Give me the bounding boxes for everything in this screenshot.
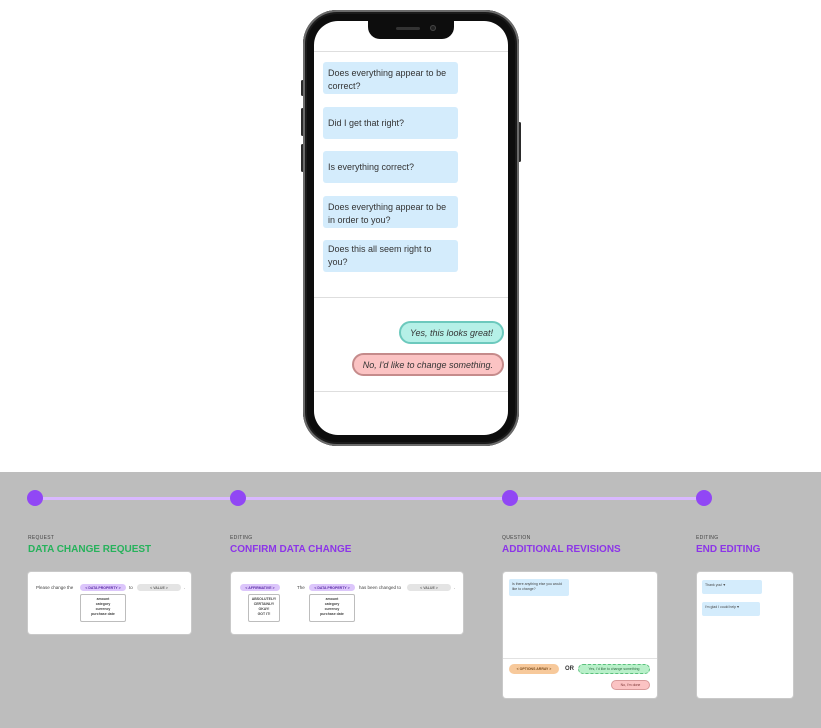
no-done-button[interactable]: No, I'm done [611,680,650,690]
property-option[interactable]: category [95,602,111,606]
timeline-line [42,497,705,500]
data-property-chip-label: < DATA PROPERTY > [85,585,121,590]
value-chip: < VALUE > [137,584,181,591]
no-answer-label: No, I'd like to change something. [362,359,493,370]
or-text: OR [565,666,574,672]
chat-question-text: Does everything appear to be in order to… [328,202,447,225]
request-card: Please change the < DATA PROPERTY > to <… [28,572,191,634]
affirmative-options-list: ABSOLUTELY! CERTAINLY! OKAY! GOT IT! [248,594,280,622]
end-editing-card: Thank you! ♥ I'm glad I could help ♥ [697,572,793,698]
step-title: END EDITING [696,544,761,555]
timeline-dot [27,490,43,506]
request-to-text: to [129,585,133,590]
camera-icon [430,25,436,31]
property-option[interactable]: amount [325,597,339,601]
property-option[interactable]: currency [95,607,111,611]
step-title: DATA CHANGE REQUEST [28,544,152,555]
step-title: CONFIRM DATA CHANGE [230,544,352,555]
property-options-list: amount category currency purchase date [80,594,126,622]
value-chip-label: < VALUE > [150,585,168,590]
affirmative-option[interactable]: OKAY! [258,607,270,611]
thanks-bubble: Thank you! ♥ [702,580,762,594]
mute-switch [301,80,304,96]
chat-question-bubble: Does everything appear to be in order to… [323,196,458,228]
timeline-dot [696,490,712,506]
request-prefix-text: Please change the [36,585,74,590]
glad-text: I'm glad I could help ♥ [705,605,740,609]
affirmative-option[interactable]: ABSOLUTELY! [251,597,277,601]
chat-question-text: Does everything appear to be correct? [328,68,447,91]
value-chip: < VALUE > [407,584,451,591]
no-answer-button[interactable]: No, I'd like to change something. [351,353,504,376]
volume-up-button [301,108,304,136]
conversation-flow-panel: REQUEST DATA CHANGE REQUEST Please chang… [0,472,821,728]
power-button [518,122,521,162]
property-option[interactable]: purchase date [91,612,115,616]
confirm-middle-text: has been changed to [359,585,402,590]
property-option[interactable]: currency [324,607,340,611]
data-property-chip: < DATA PROPERTY > [80,584,126,591]
step-label: EDITING [230,535,253,541]
property-options-list: amount category currency purchase date [309,594,355,622]
affirmative-chip-label: < AFFIRMATIVE > [245,585,275,590]
options-array-chip-label: < OPTIONS ARRAY > [516,667,552,671]
timeline-dot [502,490,518,506]
property-option[interactable]: category [324,602,340,606]
no-done-label: No, I'm done [620,683,641,687]
step-label: REQUEST [28,535,55,541]
data-property-chip: < DATA PROPERTY > [309,584,355,591]
yes-answer-button[interactable]: Yes, this looks great! [398,321,504,344]
chat-question-bubble: Does this all seem right to you? [323,240,458,272]
confirm-card: < AFFIRMATIVE > ABSOLUTELY! CERTAINLY! O… [231,572,463,634]
yes-answer-label: Yes, this looks great! [409,327,493,338]
chat-question-bubble: Did I get that right? [323,107,458,139]
chat-answer-divider [314,297,508,298]
timeline-dot [230,490,246,506]
affirmative-option[interactable]: GOT IT! [257,612,271,616]
data-property-chip-label: < DATA PROPERTY > [314,585,350,590]
request-period-text: . [184,585,186,590]
glad-bubble: I'm glad I could help ♥ [702,602,760,616]
speaker-grille [396,27,420,30]
value-chip-label: < VALUE > [420,585,438,590]
chat-top-divider [314,51,508,52]
revision-question-bubble: Is there anything else you would like to… [509,579,569,596]
step-label: QUESTION [502,535,531,541]
confirm-period-text: . [454,585,456,590]
affirmative-chip: < AFFIRMATIVE > [240,584,280,591]
chat-question-bubble: Does everything appear to be correct? [323,62,458,94]
chat-bottom-divider [314,391,508,392]
property-option[interactable]: purchase date [320,612,344,616]
card-divider [503,658,657,659]
volume-down-button [301,144,304,172]
phone-screen: Does everything appear to be correct? Di… [314,21,508,435]
phone-notch [368,21,454,39]
yes-change-label: Yes, I'd like to change something [588,667,640,671]
phone-mockup: Does everything appear to be correct? Di… [301,10,521,446]
revisions-card: Is there anything else you would like to… [503,572,657,698]
revision-question-text: Is there anything else you would like to… [512,582,563,591]
options-array-chip: < OPTIONS ARRAY > [509,664,559,674]
chat-question-bubble: Is everything correct? [323,151,458,183]
chat-question-text: Did I get that right? [328,117,405,128]
property-option[interactable]: amount [96,597,110,601]
chat-question-text: Is everything correct? [328,161,415,172]
thanks-text: Thank you! ♥ [705,583,726,587]
affirmative-option[interactable]: CERTAINLY! [253,602,275,606]
chat-question-text: Does this all seem right to you? [328,244,432,267]
step-title: ADDITIONAL REVISIONS [502,544,621,555]
confirm-the-text: The [297,585,305,590]
step-label: EDITING [696,535,719,541]
yes-change-button[interactable]: Yes, I'd like to change something [578,664,650,674]
